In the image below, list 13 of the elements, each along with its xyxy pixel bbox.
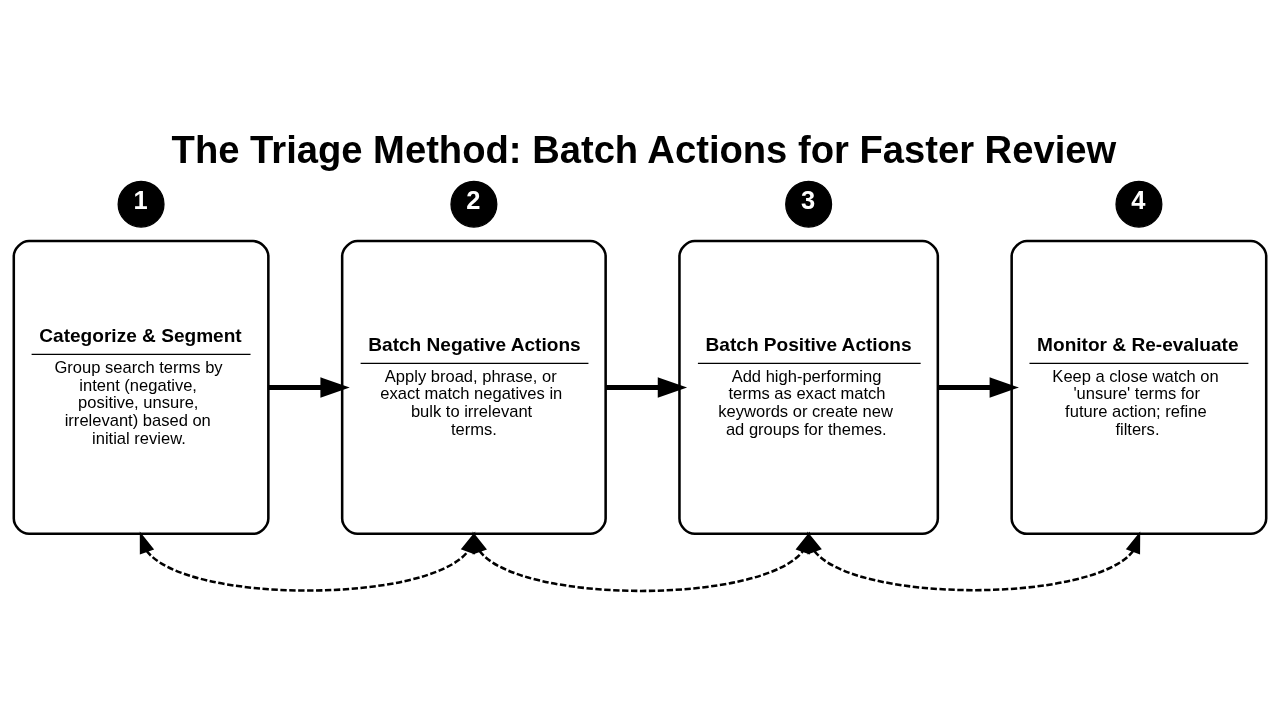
arrow [938,377,1019,398]
node-circle: 4 [1115,180,1163,228]
arrow [807,531,1141,592]
node-box: Categorize & Segment Group search terms by intent (negative, positive, unsure, irrelevant) based on initial review. [12,239,270,536]
node-circle: 1 [117,180,165,228]
diagram-title: The Triage Method: Batch Actions for Faster Review [171,128,1117,172]
node-box: Monitor & Re-evaluate Keep a close watch on 'unsure' terms for future action; refine filters. [1010,239,1268,536]
node-circle: 2 [450,180,498,228]
arrow [606,377,688,398]
node-circle: 3 [785,180,833,228]
node-box: Batch Positive Actions Add high-performing terms as exact match keywords or create new ad groups for themes. [678,239,940,536]
node-box: Batch Negative Actions Apply broad, phrase, or exact match negatives in bulk to irrelevant terms. [340,239,607,536]
arrow [268,377,350,398]
